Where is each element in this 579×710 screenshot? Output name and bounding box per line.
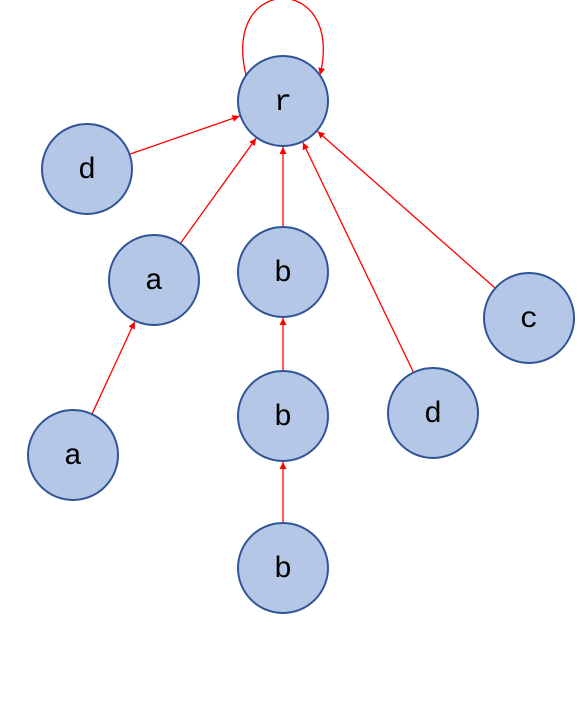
edge-r-to-r: [242, 0, 326, 76]
node-circle: [108, 234, 200, 326]
node-a2: a: [27, 409, 119, 501]
node-label: b: [274, 553, 292, 587]
node-r: r: [237, 55, 329, 147]
node-circle: [27, 409, 119, 501]
node-label: b: [274, 401, 292, 435]
node-label: r: [274, 86, 292, 120]
node-d2: d: [387, 367, 479, 459]
node-b2: b: [237, 370, 329, 462]
edge-d2-to-r: [302, 142, 415, 373]
node-label: a: [64, 440, 82, 474]
node-label: c: [520, 303, 538, 337]
edge-c-to-r: [317, 130, 496, 289]
node-circle: [237, 55, 329, 147]
node-circle: [387, 367, 479, 459]
node-circle: [483, 272, 575, 364]
node-b1: b: [237, 226, 329, 318]
node-c: c: [483, 272, 575, 364]
node-label: d: [424, 398, 442, 432]
nodes-layer: r d a a b b b d c: [27, 55, 575, 614]
edge-a2-to-a1: [91, 321, 136, 415]
node-d1: d: [41, 123, 133, 215]
edges-layer: [91, 0, 496, 523]
node-b3: b: [237, 522, 329, 614]
node-a1: a: [108, 234, 200, 326]
node-circle: [237, 522, 329, 614]
node-circle: [41, 123, 133, 215]
node-label: d: [78, 154, 96, 188]
edge-a1-to-r: [179, 137, 257, 244]
node-circle: [237, 370, 329, 462]
node-label: a: [145, 265, 163, 299]
edge-d1-to-r: [129, 115, 240, 155]
node-label: b: [274, 257, 292, 291]
node-circle: [237, 226, 329, 318]
